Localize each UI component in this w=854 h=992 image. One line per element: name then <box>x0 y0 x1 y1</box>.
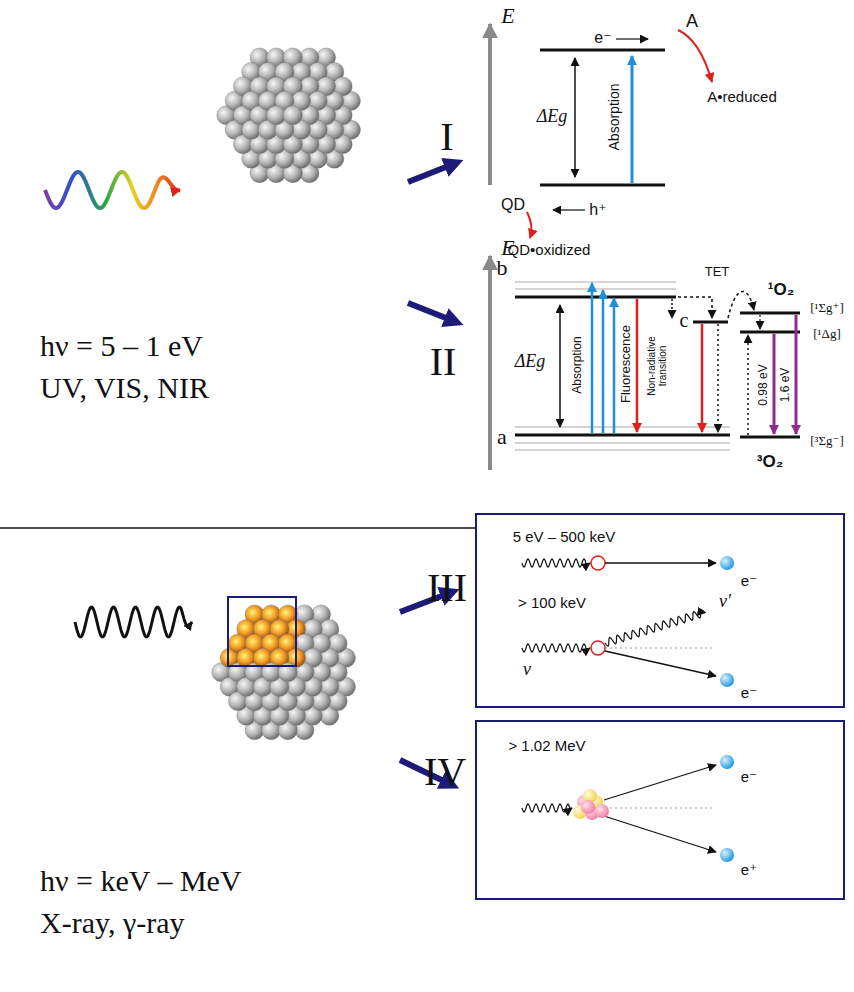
box-text: 5 eV – 500 keV <box>513 529 616 546</box>
box-text: ν <box>523 660 531 680</box>
box-text: e⁻ <box>741 573 757 590</box>
term-symbol: [³Σg⁻] <box>810 434 843 448</box>
panel-number: II <box>430 340 457 384</box>
process-box: 5 eV – 500 keV e⁻ > 100 keV ν' ν e⁻ <box>475 513 845 708</box>
term-symbol: [¹Δg] <box>813 327 840 341</box>
xray-wave <box>75 607 192 637</box>
photon-wave <box>522 644 590 652</box>
transition-label: Non-radiative transition <box>646 334 668 398</box>
species-label: QD•oxidized <box>508 242 591 259</box>
level-label: c <box>680 309 689 331</box>
charge-label: h⁺ <box>589 201 606 219</box>
gap-label: ΔEg <box>537 107 568 127</box>
charge-label: e⁻ <box>594 29 611 47</box>
nanoparticle <box>212 605 356 740</box>
energy-label: 0.98 eV <box>757 364 770 405</box>
species-label: A•reduced <box>707 89 776 106</box>
energy-range: hν = keV – MeV <box>40 864 242 897</box>
transfer-label: TET <box>705 265 730 279</box>
nanoparticle <box>217 48 361 183</box>
term-symbol: [¹Σg⁺] <box>810 301 843 315</box>
transition-label: Absorption <box>571 336 584 393</box>
species-label: QD <box>501 196 525 214</box>
species-label: ¹O₂ <box>768 281 794 300</box>
panel-number: IV <box>424 750 466 794</box>
light-wave <box>45 172 180 208</box>
box-text: e⁺ <box>741 862 757 879</box>
energy-label: 1.6 eV <box>779 368 792 403</box>
box-text: e⁻ <box>741 685 757 702</box>
box-text: e⁻ <box>741 769 757 786</box>
box-text: > 100 keV <box>518 595 586 612</box>
scattered-photon <box>605 610 706 647</box>
transition-label: Absorption <box>607 84 622 151</box>
gap-label: ΔEg <box>515 352 546 372</box>
species-label: A <box>686 12 698 32</box>
energy-range: hν = 5 – 1 eV <box>40 329 203 362</box>
axis-label: E <box>501 4 514 28</box>
panel-number: III <box>427 566 467 610</box>
photon-wave <box>522 804 572 812</box>
species-label: ³O₂ <box>757 453 783 472</box>
photon-wave <box>522 559 590 567</box>
level-label: b <box>497 256 508 280</box>
panel-number: I <box>440 115 453 159</box>
spectrum-name: X-ray, γ-ray <box>40 906 185 939</box>
level-label: a <box>497 425 507 449</box>
transition-label: Fluorescence <box>619 325 633 403</box>
box-text: ν' <box>719 592 731 612</box>
spectrum-name: UV, VIS, NIR <box>40 371 209 404</box>
box-text: > 1.02 MeV <box>508 738 585 755</box>
process-box: > 1.02 MeV e⁻ e⁺ <box>475 720 845 900</box>
